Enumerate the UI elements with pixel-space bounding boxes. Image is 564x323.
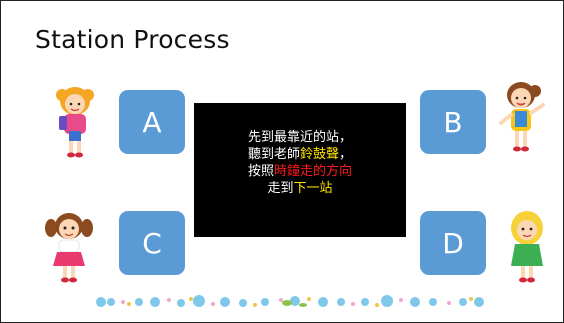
station-b-box: B bbox=[420, 90, 486, 154]
clockwise-highlight: 時鐘走的方向 bbox=[274, 164, 353, 179]
girl-with-backpack-icon bbox=[56, 87, 94, 158]
instruction-line-3-text: 按照 bbox=[247, 164, 274, 179]
decorative-beads-border bbox=[96, 295, 484, 307]
tambourine-highlight: 鈴鼓聲 bbox=[299, 147, 339, 162]
instruction-line-2-end: ， bbox=[339, 147, 353, 162]
slide-title: Station Process bbox=[35, 25, 230, 54]
girl-waving-icon bbox=[499, 82, 545, 152]
blonde-girl-icon bbox=[511, 211, 543, 283]
instruction-line-3: 按照時鐘走的方向 bbox=[194, 163, 406, 180]
instruction-line-4: 走到下一站 bbox=[194, 180, 406, 197]
station-a-box: A bbox=[119, 90, 185, 154]
instruction-line-4-text: 走到 bbox=[267, 181, 294, 196]
station-d-box: D bbox=[420, 211, 486, 275]
girl-pigtails-icon bbox=[45, 213, 93, 283]
instruction-line-1: 先到最靠近的站， bbox=[247, 130, 352, 145]
instruction-line-2-text: 聽到老師 bbox=[247, 147, 300, 162]
station-c-box: C bbox=[119, 211, 185, 275]
instruction-box: 先到最靠近的站， 聽到老師鈴鼓聲， 按照時鐘走的方向 走到下一站 bbox=[194, 103, 406, 237]
next-station-highlight: 下一站 bbox=[293, 181, 333, 196]
instruction-line-2: 聽到老師鈴鼓聲， bbox=[194, 146, 406, 163]
